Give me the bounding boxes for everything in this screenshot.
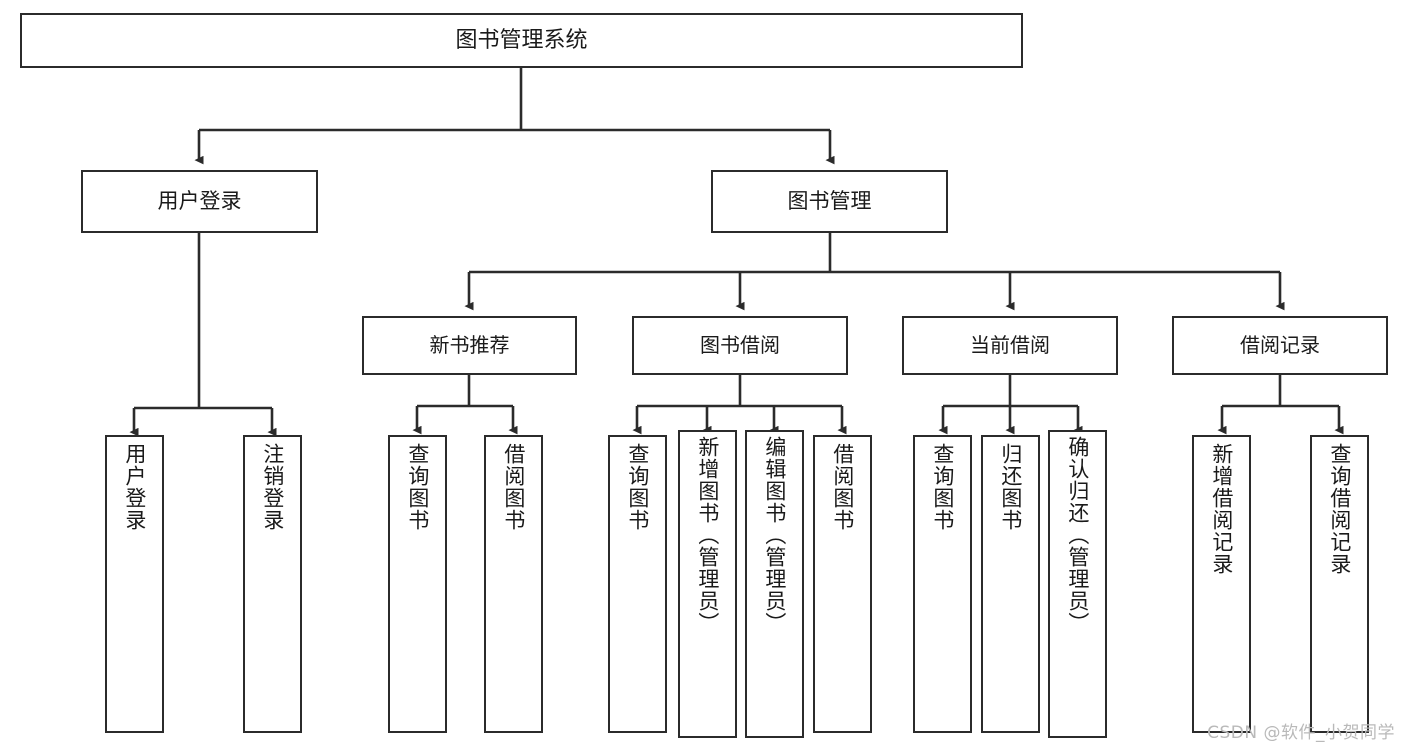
node-current-borrow[interactable]: 当前借阅	[902, 316, 1118, 375]
node-label: 图书管理系统	[455, 27, 588, 53]
node-label: 新增图书（管理员）	[695, 436, 720, 634]
node-label: 确认归还（管理员）	[1065, 436, 1090, 634]
edges-newbook-to-leaves	[412, 375, 518, 435]
edges-root-to-level2	[194, 68, 835, 165]
node-label: 借阅图书	[830, 443, 855, 531]
edges-currentborrow-to-leaves	[938, 375, 1083, 435]
node-label: 编辑图书（管理员）	[762, 436, 787, 634]
leaf-query-record[interactable]: 查询借阅记录	[1310, 435, 1369, 733]
leaf-edit-book[interactable]: 编辑图书（管理员）	[745, 430, 804, 738]
edges-borrowrecord-to-leaves	[1217, 375, 1344, 435]
node-label: 查询图书	[930, 443, 955, 531]
node-label: 注销登录	[260, 443, 285, 531]
node-label: 用户登录	[157, 189, 242, 214]
node-label: 用户登录	[122, 443, 147, 531]
leaf-confirm-return[interactable]: 确认归还（管理员）	[1048, 430, 1107, 738]
leaf-query-book-1[interactable]: 查询图书	[388, 435, 447, 733]
leaf-add-record[interactable]: 新增借阅记录	[1192, 435, 1251, 733]
leaf-borrow-book-1[interactable]: 借阅图书	[484, 435, 543, 733]
leaf-borrow-book-2[interactable]: 借阅图书	[813, 435, 872, 733]
node-book-management[interactable]: 图书管理	[711, 170, 948, 233]
node-label: 新书推荐	[429, 332, 510, 357]
leaf-logout[interactable]: 注销登录	[243, 435, 302, 733]
leaf-user-login[interactable]: 用户登录	[105, 435, 164, 733]
node-user-login[interactable]: 用户登录	[81, 170, 318, 233]
node-label: 归还图书	[998, 443, 1023, 531]
node-book-borrow[interactable]: 图书借阅	[632, 316, 848, 375]
csdn-watermark: CSDN @软件_小贺同学	[1207, 723, 1395, 743]
node-label: 查询借阅记录	[1327, 443, 1352, 575]
node-label: 查询图书	[625, 443, 650, 531]
edges-bookmgmt-to-level3	[464, 233, 1285, 311]
node-label: 新增借阅记录	[1209, 443, 1234, 575]
leaf-query-book-3[interactable]: 查询图书	[913, 435, 972, 733]
node-label: 当前借阅	[970, 332, 1050, 357]
leaf-add-book[interactable]: 新增图书（管理员）	[678, 430, 737, 738]
node-label: 查询图书	[405, 443, 430, 531]
node-root-system[interactable]: 图书管理系统	[20, 13, 1023, 68]
leaf-return-book[interactable]: 归还图书	[981, 435, 1040, 733]
node-label: 图书借阅	[700, 332, 780, 357]
node-label: 借阅记录	[1240, 332, 1320, 357]
leaf-query-book-2[interactable]: 查询图书	[608, 435, 667, 733]
edges-userlogin-to-leaves	[129, 233, 277, 437]
node-new-book-recommend[interactable]: 新书推荐	[362, 316, 577, 375]
node-label: 图书管理	[787, 189, 872, 214]
node-borrow-record[interactable]: 借阅记录	[1172, 316, 1388, 375]
edges-bookborrow-to-leaves	[632, 375, 847, 435]
node-label: 借阅图书	[501, 443, 526, 531]
